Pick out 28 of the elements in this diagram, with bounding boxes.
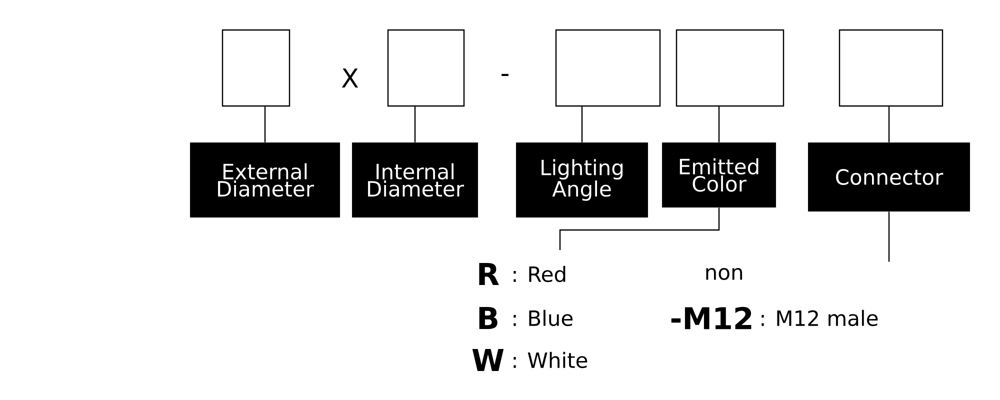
- connector-line: [581, 106, 583, 142]
- option-text: : White: [514, 352, 588, 368]
- option-code: -M12: [671, 306, 752, 330]
- leader-line: [888, 212, 890, 262]
- code-box: [676, 29, 784, 107]
- option-text: : M12 male: [762, 310, 878, 326]
- code-box: [838, 29, 944, 107]
- separator-sign: -: [502, 74, 508, 76]
- option-text: : Red: [514, 266, 566, 282]
- connector-line: [718, 106, 720, 142]
- connector-line: [264, 106, 266, 142]
- connector-line: [414, 106, 416, 142]
- connector-line: [888, 106, 890, 142]
- option-code: B: [479, 307, 498, 329]
- separator-sign: X: [342, 68, 358, 88]
- option-text: : Blue: [514, 310, 573, 326]
- option-code: W: [472, 349, 504, 371]
- field-label: External Diameter: [190, 142, 340, 218]
- code-box: [555, 29, 661, 107]
- field-label: Lighting Angle: [516, 142, 648, 218]
- field-label: Connector: [808, 142, 970, 212]
- leader-line: [559, 208, 720, 250]
- option-text: non: [706, 268, 742, 280]
- field-label: Internal Diameter: [352, 142, 478, 218]
- option-code: R: [479, 263, 499, 285]
- field-label: Emitted Color: [662, 142, 776, 208]
- code-box: [387, 29, 465, 107]
- code-box: [222, 29, 290, 107]
